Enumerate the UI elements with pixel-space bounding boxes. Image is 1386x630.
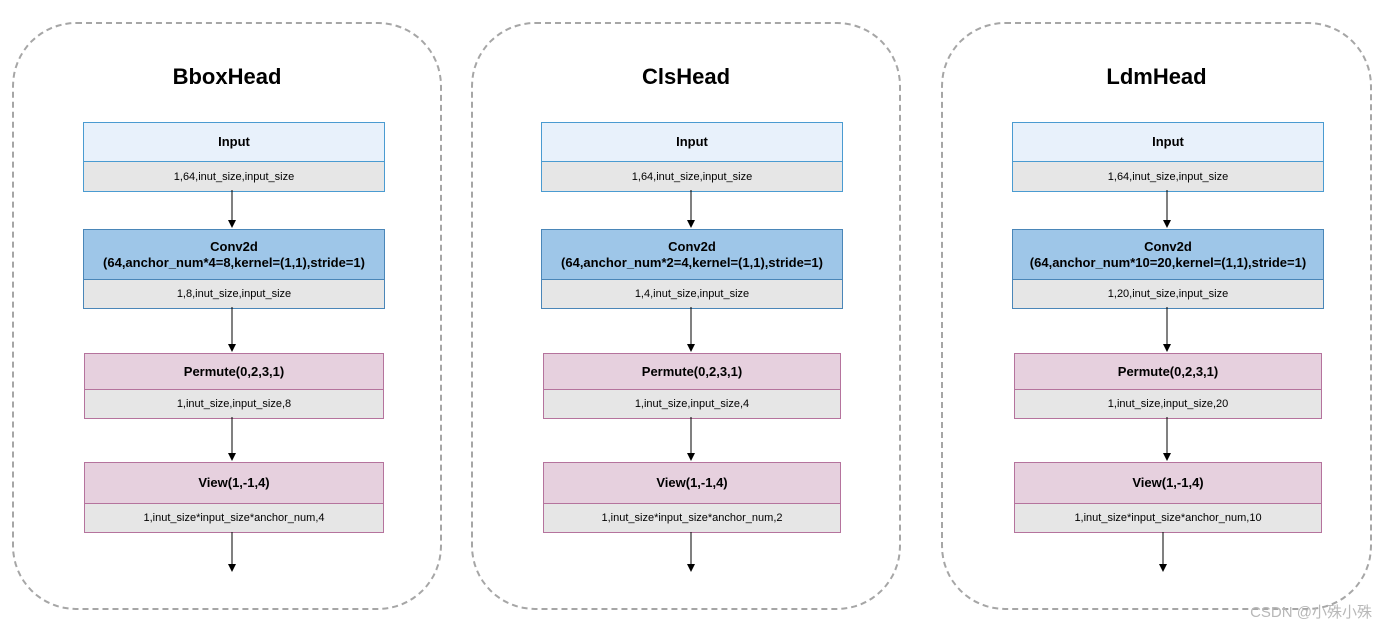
view-node: View(1,-1,4) 1,inut_size*input_size*anch… bbox=[84, 462, 384, 533]
input-node: Input 1,64,inut_size,input_size bbox=[1012, 122, 1324, 192]
permute-shape: 1,inut_size,input_size,4 bbox=[544, 389, 840, 418]
conv2d-params: (64,anchor_num*4=8,kernel=(1,1),stride=1… bbox=[103, 254, 365, 270]
view-shape: 1,inut_size*input_size*anchor_num,10 bbox=[1015, 503, 1321, 532]
view-label: View(1,-1,4) bbox=[544, 463, 840, 503]
bboxhead-panel: BboxHead Input 1,64,inut_size,input_size… bbox=[12, 22, 442, 610]
conv2d-params: (64,anchor_num*2=4,kernel=(1,1),stride=1… bbox=[561, 254, 823, 270]
input-label: Input bbox=[1013, 123, 1323, 161]
permute-node: Permute(0,2,3,1) 1,inut_size,input_size,… bbox=[1014, 353, 1322, 419]
permute-label: Permute(0,2,3,1) bbox=[85, 354, 383, 389]
conv2d-title: Conv2d bbox=[668, 238, 716, 254]
input-shape: 1,64,inut_size,input_size bbox=[84, 161, 384, 191]
view-shape: 1,inut_size*input_size*anchor_num,4 bbox=[85, 503, 383, 532]
conv2d-node: Conv2d(64,anchor_num*10=20,kernel=(1,1),… bbox=[1012, 229, 1324, 309]
ldmhead-panel: LdmHead Input 1,64,inut_size,input_size … bbox=[941, 22, 1372, 610]
permute-label: Permute(0,2,3,1) bbox=[544, 354, 840, 389]
permute-node: Permute(0,2,3,1) 1,inut_size,input_size,… bbox=[543, 353, 841, 419]
conv2d-label: Conv2d(64,anchor_num*2=4,kernel=(1,1),st… bbox=[542, 230, 842, 279]
conv2d-shape: 1,4,inut_size,input_size bbox=[542, 279, 842, 308]
conv2d-params: (64,anchor_num*10=20,kernel=(1,1),stride… bbox=[1029, 254, 1307, 270]
permute-label: Permute(0,2,3,1) bbox=[1015, 354, 1321, 389]
panel-title: ClsHead bbox=[641, 64, 731, 89]
view-node: View(1,-1,4) 1,inut_size*input_size*anch… bbox=[543, 462, 841, 533]
conv2d-label: Conv2d(64,anchor_num*10=20,kernel=(1,1),… bbox=[1013, 230, 1323, 279]
input-shape: 1,64,inut_size,input_size bbox=[1013, 161, 1323, 191]
input-shape: 1,64,inut_size,input_size bbox=[542, 161, 842, 191]
permute-shape: 1,inut_size,input_size,20 bbox=[1015, 389, 1321, 418]
view-label: View(1,-1,4) bbox=[85, 463, 383, 503]
permute-node: Permute(0,2,3,1) 1,inut_size,input_size,… bbox=[84, 353, 384, 419]
conv2d-title: Conv2d bbox=[1144, 238, 1192, 254]
conv2d-node: Conv2d(64,anchor_num*4=8,kernel=(1,1),st… bbox=[83, 229, 385, 309]
conv2d-node: Conv2d(64,anchor_num*2=4,kernel=(1,1),st… bbox=[541, 229, 843, 309]
input-node: Input 1,64,inut_size,input_size bbox=[541, 122, 843, 192]
conv2d-shape: 1,8,inut_size,input_size bbox=[84, 279, 384, 308]
permute-shape: 1,inut_size,input_size,8 bbox=[85, 389, 383, 418]
watermark: CSDN @小殊小殊 bbox=[1250, 604, 1372, 621]
conv2d-title: Conv2d bbox=[210, 238, 258, 254]
view-node: View(1,-1,4) 1,inut_size*input_size*anch… bbox=[1014, 462, 1322, 533]
clshead-panel: ClsHead Input 1,64,inut_size,input_size … bbox=[471, 22, 901, 610]
input-node: Input 1,64,inut_size,input_size bbox=[83, 122, 385, 192]
conv2d-shape: 1,20,inut_size,input_size bbox=[1013, 279, 1323, 308]
input-label: Input bbox=[542, 123, 842, 161]
panel-title: LdmHead bbox=[1106, 64, 1207, 89]
input-label: Input bbox=[84, 123, 384, 161]
view-label: View(1,-1,4) bbox=[1015, 463, 1321, 503]
conv2d-label: Conv2d(64,anchor_num*4=8,kernel=(1,1),st… bbox=[84, 230, 384, 279]
view-shape: 1,inut_size*input_size*anchor_num,2 bbox=[544, 503, 840, 532]
panel-title: BboxHead bbox=[172, 64, 282, 89]
